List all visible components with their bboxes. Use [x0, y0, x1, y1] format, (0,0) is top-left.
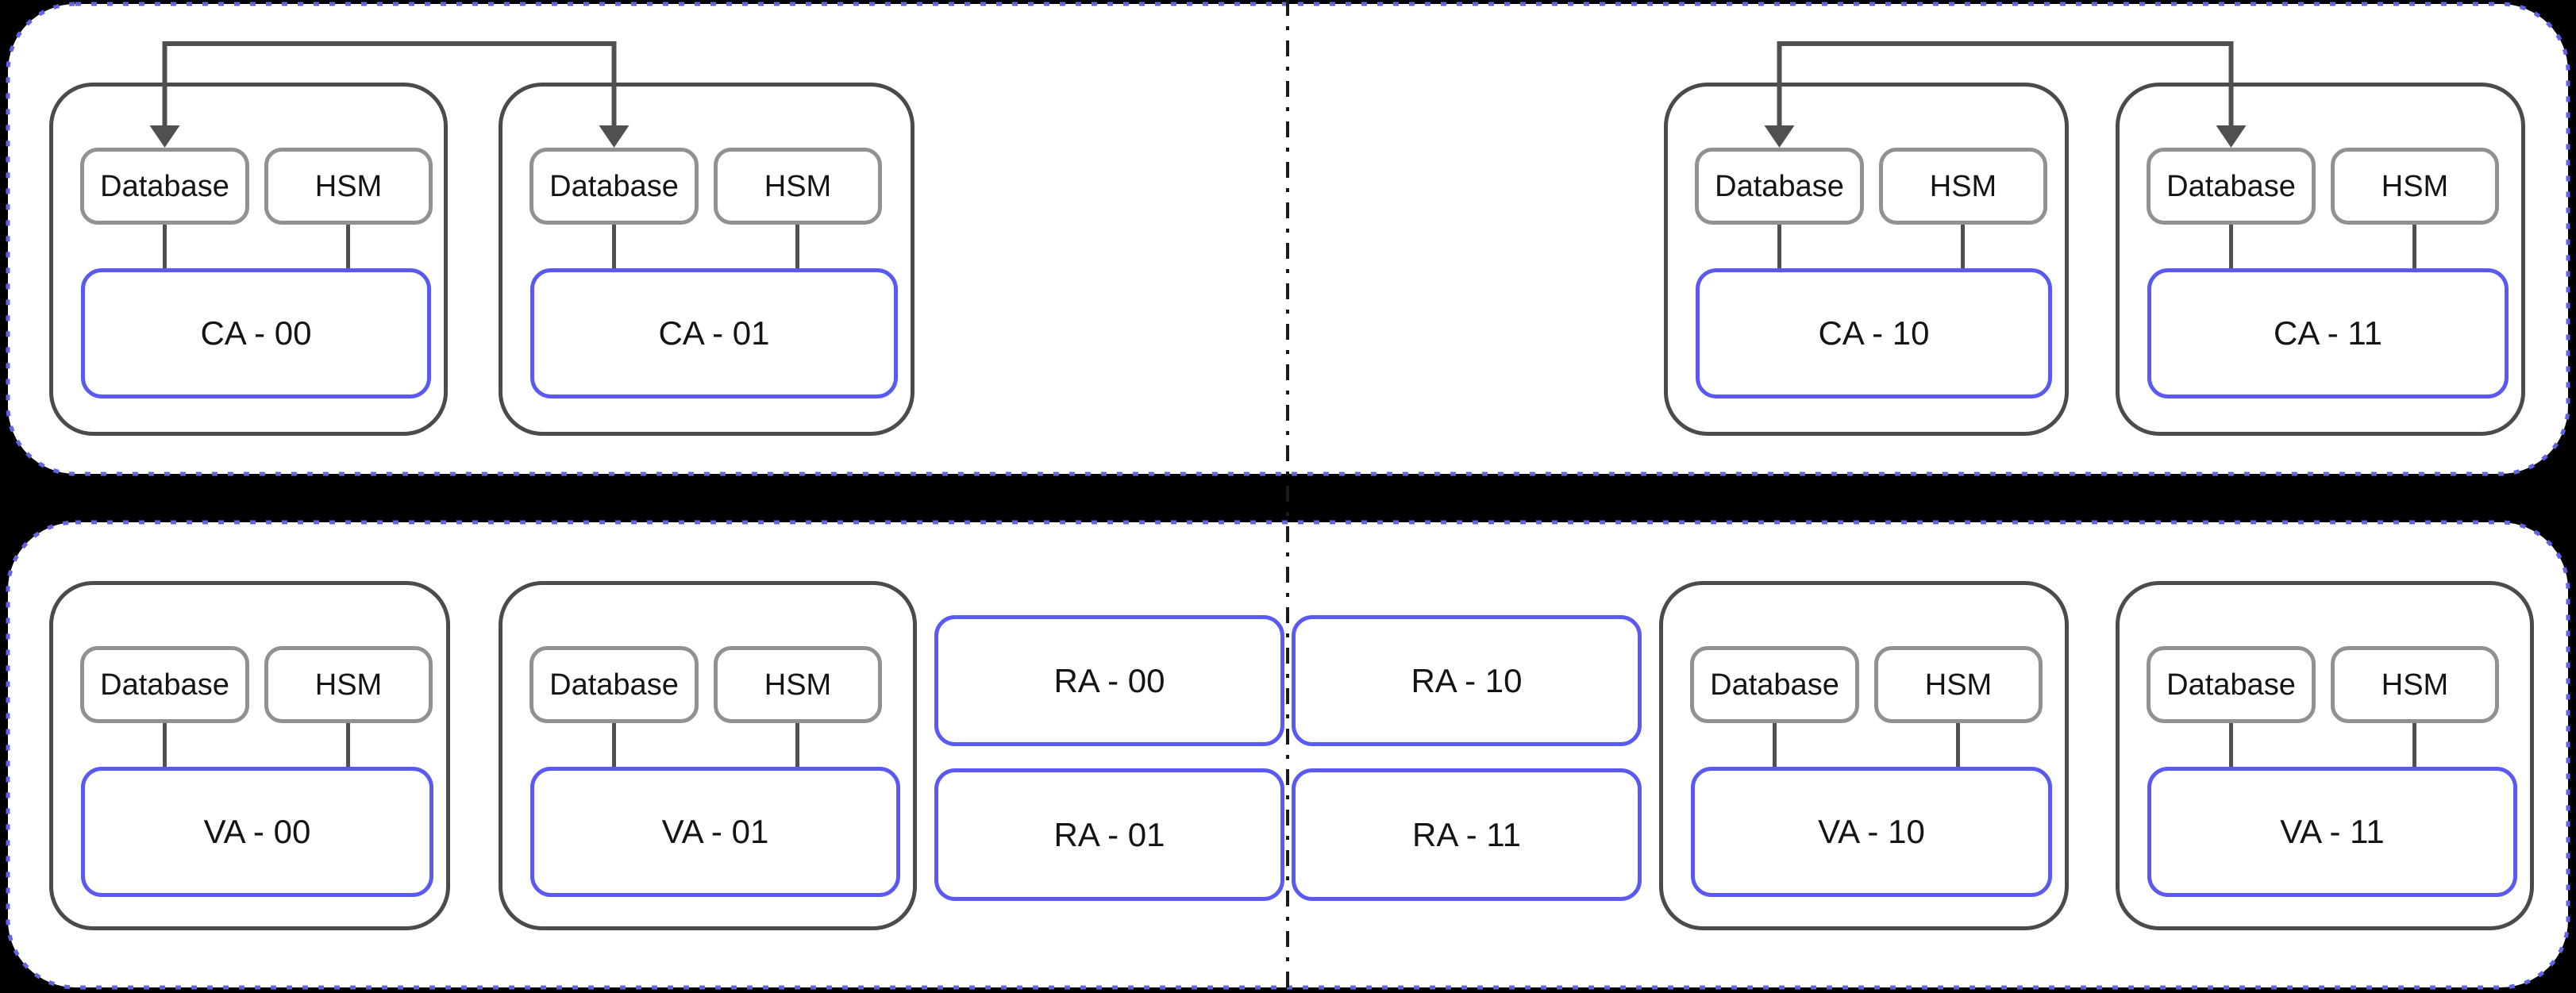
node-ca-01: CA - 01 [530, 268, 898, 398]
node-database: Database [529, 646, 699, 723]
node-hsm: HSM [714, 646, 882, 723]
hsm-label: HSM [2381, 668, 2449, 702]
hsm-label: HSM [764, 169, 832, 203]
hsm-label: HSM [314, 668, 383, 702]
ra-01-label: RA - 01 [1053, 815, 1165, 853]
database-connector-line [163, 723, 167, 767]
database-connector-line [612, 723, 616, 767]
node-va-10: VA - 10 [1691, 767, 2052, 897]
hsm-connector-line [795, 225, 799, 268]
group-va-10: Database HSM VA - 10 [1659, 581, 2069, 930]
ca-10-label: CA - 10 [1818, 314, 1930, 352]
node-ra-10: RA - 10 [1292, 615, 1642, 746]
ra-11-label: RA - 11 [1412, 815, 1521, 853]
database-label: Database [1715, 169, 1844, 203]
group-va-01: Database HSM VA - 01 [499, 581, 917, 930]
node-ra-01: RA - 01 [934, 768, 1284, 901]
ca-11-label: CA - 11 [2274, 314, 2382, 352]
node-database: Database [2147, 148, 2316, 225]
ca-01-label: CA - 01 [658, 314, 770, 352]
hsm-connector-line [346, 723, 350, 767]
va-11-label: VA - 11 [2280, 813, 2385, 850]
database-connector-line [1777, 225, 1781, 268]
node-va-01: VA - 01 [530, 767, 900, 897]
node-hsm: HSM [264, 646, 433, 723]
node-ca-11: CA - 11 [2147, 268, 2509, 398]
group-ca-01: Database HSM CA - 01 [499, 83, 914, 436]
group-ca-11: Database HSM CA - 11 [2116, 83, 2525, 436]
node-hsm: HSM [1874, 646, 2043, 723]
hsm-connector-line [346, 225, 350, 268]
node-ra-00: RA - 00 [934, 615, 1284, 746]
group-ca-00: Database HSM CA - 00 [49, 83, 448, 436]
database-connector-line [2229, 225, 2233, 268]
database-label: Database [100, 668, 229, 702]
database-connector-line [163, 225, 167, 268]
node-database: Database [80, 646, 249, 723]
node-hsm: HSM [2331, 646, 2499, 723]
node-database: Database [2147, 646, 2316, 723]
node-ca-10: CA - 10 [1696, 268, 2052, 398]
hsm-label: HSM [764, 668, 832, 702]
hsm-label: HSM [1924, 668, 1993, 702]
node-va-00: VA - 00 [81, 767, 433, 897]
database-label: Database [100, 169, 229, 203]
node-database: Database [529, 148, 699, 225]
database-connector-line [2229, 723, 2233, 767]
database-label: Database [549, 169, 679, 203]
hsm-connector-line [1961, 225, 1965, 268]
node-hsm: HSM [2331, 148, 2499, 225]
hsm-label: HSM [2381, 169, 2449, 203]
database-label: Database [549, 668, 679, 702]
node-database: Database [1695, 148, 1864, 225]
ra-00-label: RA - 00 [1053, 661, 1165, 699]
hsm-label: HSM [1929, 169, 1997, 203]
hsm-connector-line [2412, 723, 2416, 767]
node-hsm: HSM [1879, 148, 2047, 225]
hsm-connector-line [795, 723, 799, 767]
node-hsm: HSM [714, 148, 882, 225]
node-va-11: VA - 11 [2147, 767, 2517, 897]
group-va-11: Database HSM VA - 11 [2116, 581, 2534, 930]
group-va-00: Database HSM VA - 00 [49, 581, 450, 930]
hsm-connector-line [2412, 225, 2416, 268]
hsm-label: HSM [314, 169, 383, 203]
node-database: Database [1690, 646, 1859, 723]
group-ca-10: Database HSM CA - 10 [1664, 83, 2069, 436]
va-01-label: VA - 01 [661, 813, 769, 850]
database-label: Database [2166, 169, 2296, 203]
node-database: Database [80, 148, 249, 225]
node-ca-00: CA - 00 [81, 268, 431, 398]
ra-10-label: RA - 10 [1411, 661, 1523, 699]
database-connector-line [612, 225, 616, 268]
database-label: Database [2166, 668, 2296, 702]
va-00-label: VA - 00 [203, 813, 311, 850]
hsm-connector-line [1956, 723, 1960, 767]
database-label: Database [1710, 668, 1839, 702]
database-connector-line [1773, 723, 1777, 767]
node-hsm: HSM [264, 148, 433, 225]
ca-00-label: CA - 00 [200, 314, 312, 352]
va-10-label: VA - 10 [1818, 813, 1925, 850]
node-ra-11: RA - 11 [1292, 768, 1642, 901]
